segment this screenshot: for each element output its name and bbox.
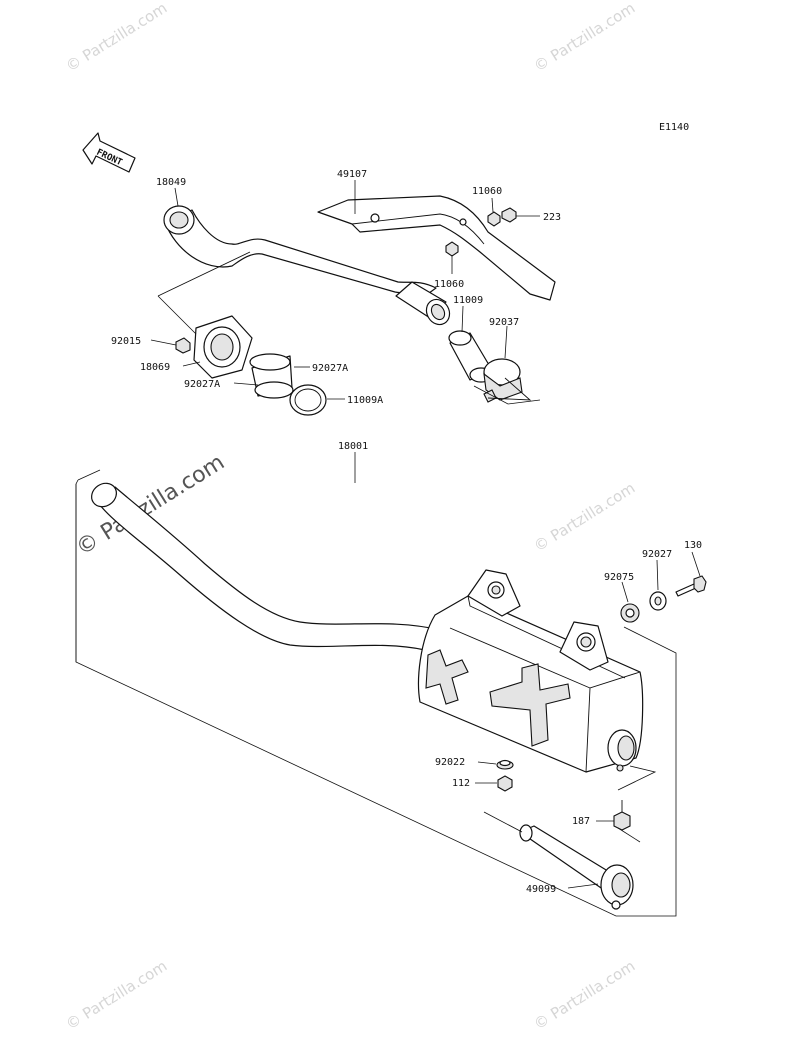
label-223: 223 — [543, 212, 561, 223]
gasket-11009A — [289, 384, 327, 416]
reference-lines — [75, 295, 677, 917]
collar-92027 — [649, 591, 667, 611]
label-18049: 18049 — [156, 177, 186, 188]
label-11060-upper: 11060 — [472, 186, 502, 197]
watermark-mid-right: © Partzilla.com — [531, 479, 639, 556]
label-11060-lower: 11060 — [434, 279, 464, 290]
bolt-223 — [501, 207, 540, 223]
muffler-body — [417, 569, 644, 773]
watermark-bottom-right: © Partzilla.com — [531, 957, 639, 1034]
label-92027A-right: 92027A — [312, 363, 348, 374]
label-187: 187 — [572, 816, 590, 827]
header-pipe-18049 — [157, 205, 451, 326]
label-92037: 92037 — [489, 317, 519, 328]
watermark-top-right: © Partzilla.com — [531, 0, 639, 75]
label-11009: 11009 — [453, 295, 483, 306]
leader-lines — [150, 180, 701, 889]
heat-shield-49107 — [317, 195, 556, 301]
label-92015: 92015 — [111, 336, 141, 347]
washer-92022 — [496, 759, 514, 770]
label-112: 112 — [452, 778, 470, 789]
watermark-bottom-left: © Partzilla.com — [63, 957, 171, 1034]
label-49099: 49099 — [526, 884, 556, 895]
watermark-top-left: © Partzilla.com — [63, 0, 171, 75]
bolt-112 — [497, 775, 513, 792]
label-92022: 92022 — [435, 757, 465, 768]
bolt-187 — [613, 800, 631, 831]
nut-11060-upper — [487, 211, 501, 227]
label-11009A: 11009A — [347, 395, 383, 406]
label-18001: 18001 — [338, 441, 368, 452]
label-92075: 92075 — [604, 572, 634, 583]
part-labels: 18049 49107 11060 223 11060 11009 92037 … — [111, 169, 702, 895]
clamp-92037 — [483, 358, 532, 403]
flange-18069 — [193, 315, 253, 379]
label-18069: 18069 — [140, 362, 170, 373]
front-arrow-icon: FRONT — [82, 132, 136, 173]
bolt-92015 — [175, 337, 191, 354]
label-92027A-left: 92027A — [184, 379, 220, 390]
nut-11060-lower — [445, 241, 459, 257]
diagram-code: E1140 — [659, 122, 689, 133]
bolt-130 — [675, 575, 707, 597]
damper-92075 — [620, 603, 640, 623]
label-130: 130 — [684, 540, 702, 551]
label-49107: 49107 — [337, 169, 367, 180]
label-92027: 92027 — [642, 549, 672, 560]
collar-92027A — [249, 353, 294, 399]
spark-arrester-49099 — [519, 824, 634, 910]
